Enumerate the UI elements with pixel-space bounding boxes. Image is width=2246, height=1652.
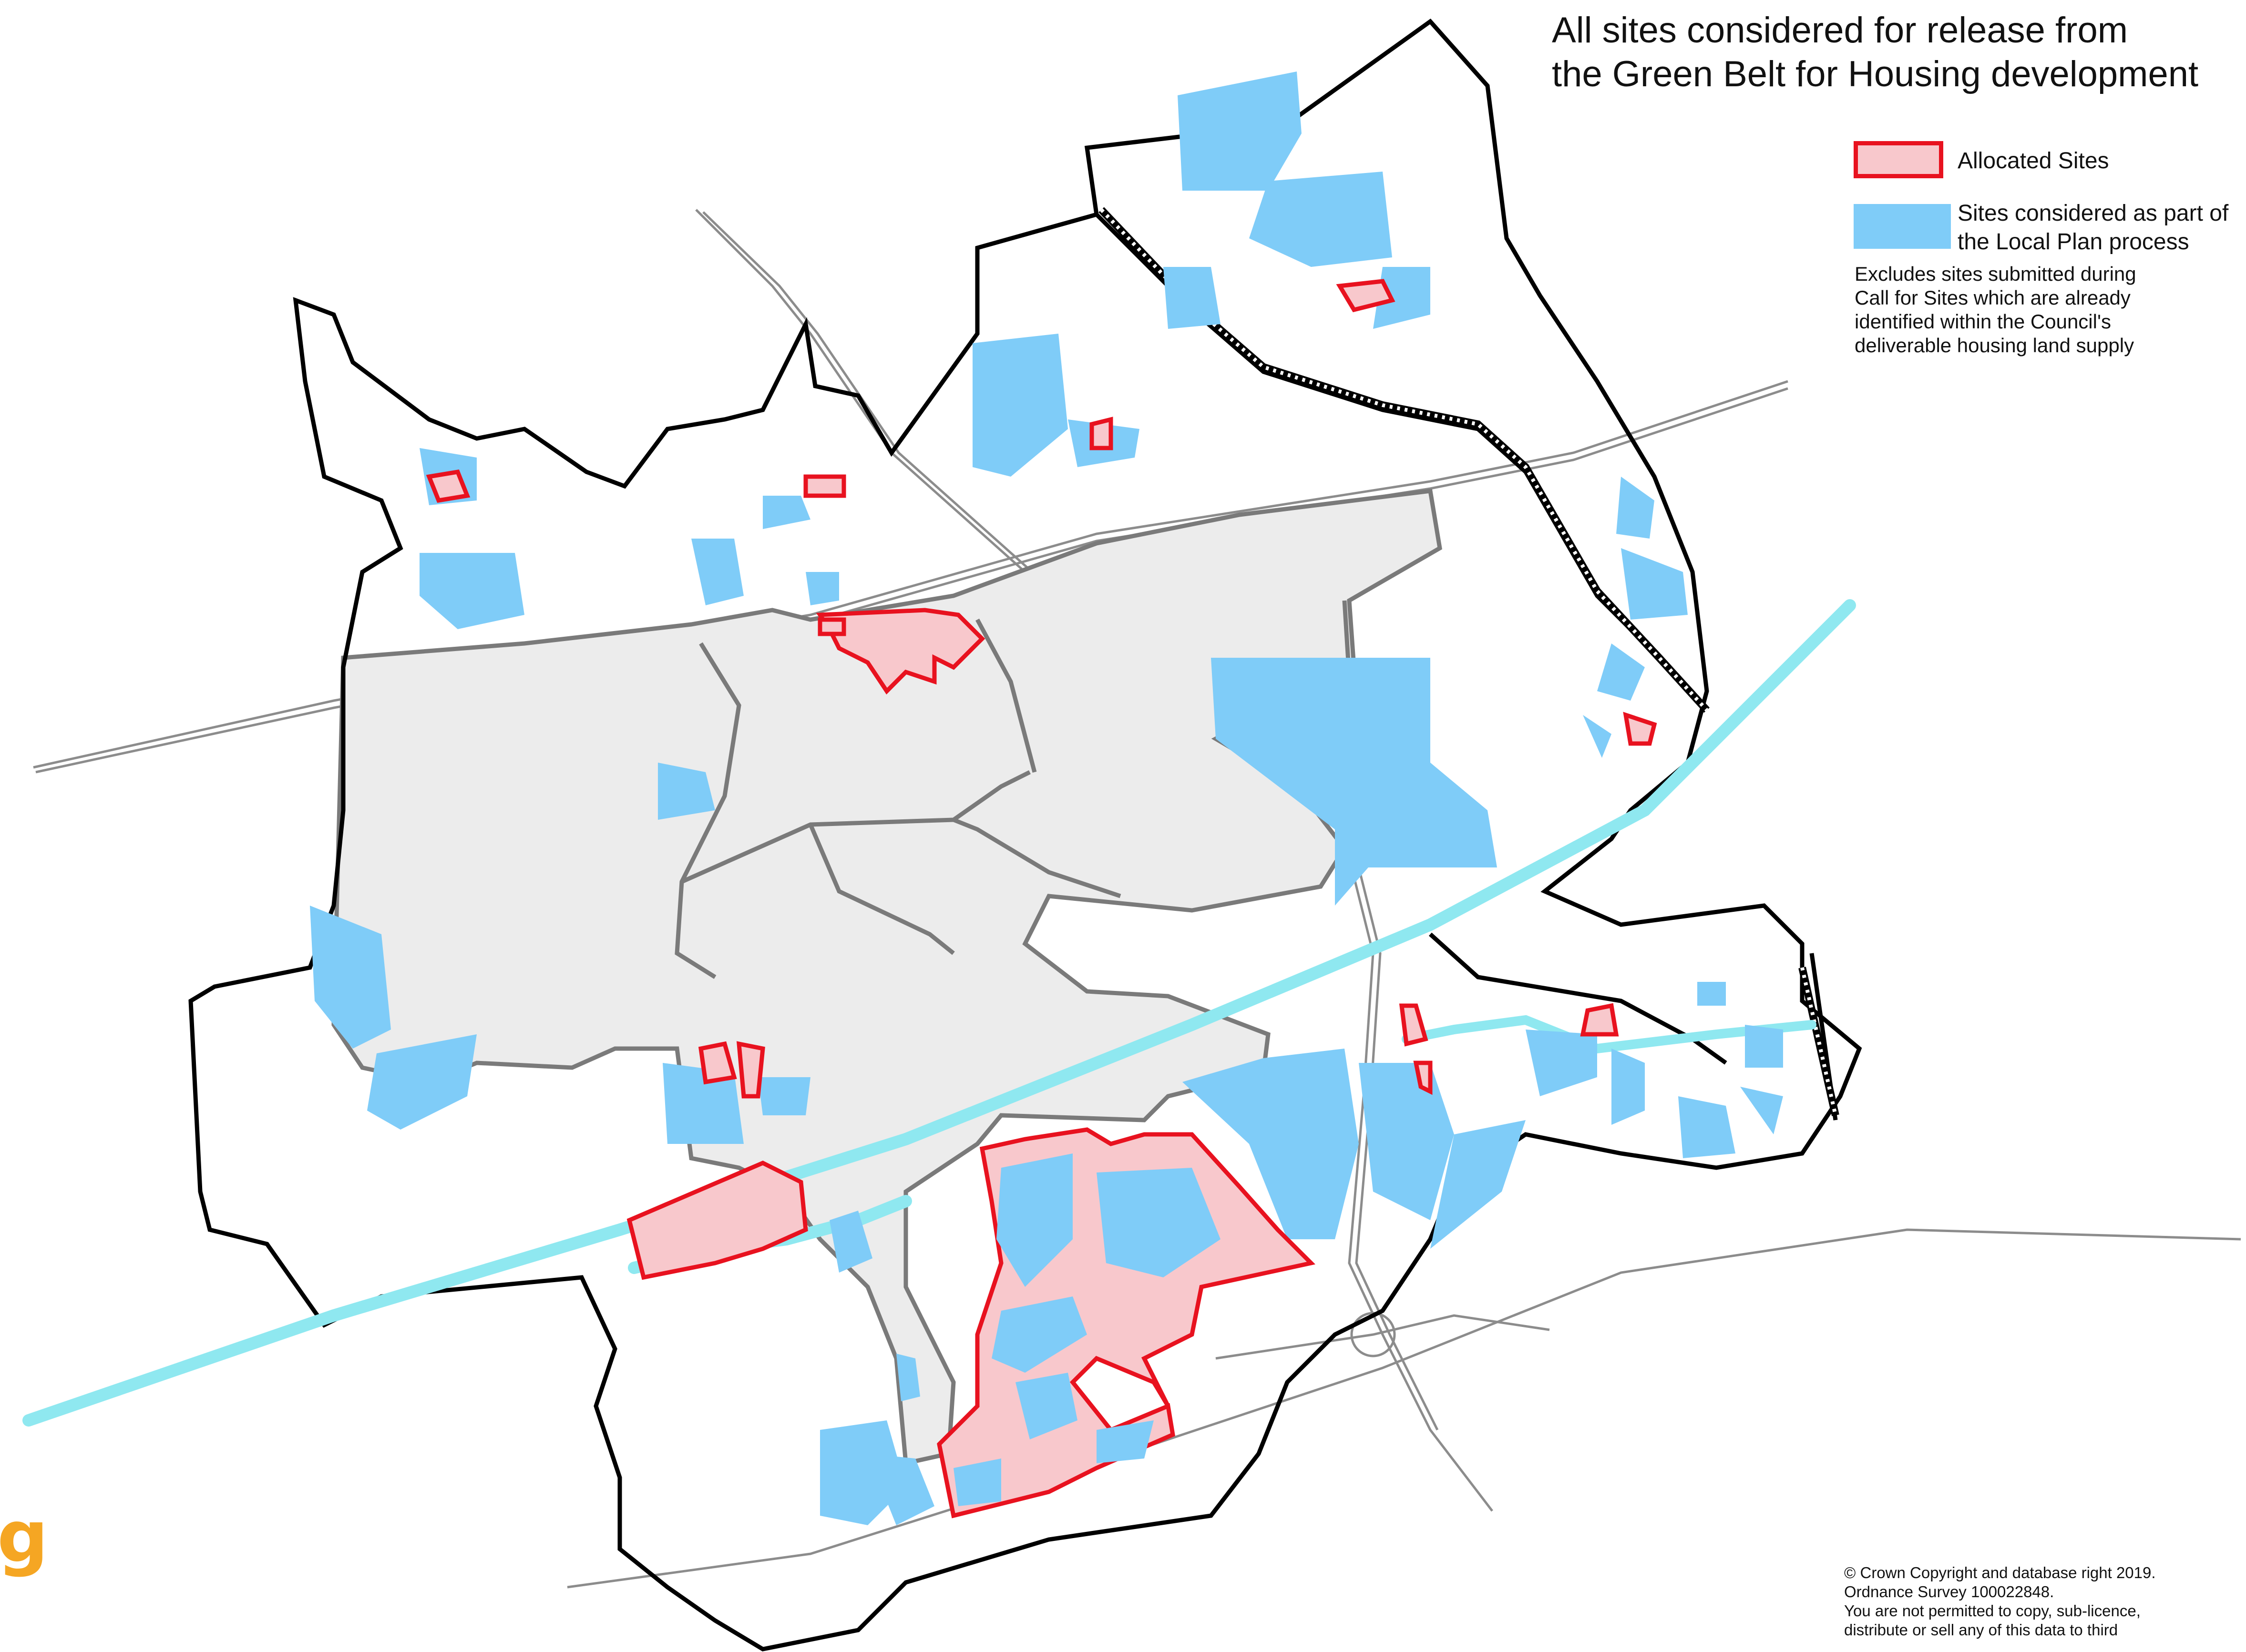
copyright-line-2: Ordnance Survey 100022848. bbox=[1844, 1583, 2054, 1601]
copyright-line-1: © Crown Copyright and database right 201… bbox=[1844, 1564, 2156, 1581]
railway-line bbox=[1098, 207, 1839, 1116]
map-title-line-2: the Green Belt for Housing development bbox=[1552, 54, 2199, 94]
copyright-notice: © Crown Copyright and database right 201… bbox=[1844, 1563, 2156, 1640]
legend-considered-line-1: Sites considered as part of bbox=[1958, 201, 2229, 226]
map-title: All sites considered for release from th… bbox=[1552, 9, 2198, 96]
road-south bbox=[567, 1228, 2241, 1589]
legend-allocated-swatch bbox=[1854, 141, 1943, 178]
legend-considered-line-2: the Local Plan process bbox=[1958, 229, 2189, 255]
legend-note-line-1: Excludes sites submitted during bbox=[1855, 263, 2136, 285]
cropped-edge-letter: g bbox=[0, 1496, 49, 1579]
legend-note: Excludes sites submitted during Call for… bbox=[1855, 262, 2136, 357]
legend-note-line-2: Call for Sites which are already bbox=[1855, 286, 2131, 309]
allocated-sites bbox=[426, 279, 1657, 1280]
legend-considered-swatch bbox=[1854, 204, 1951, 249]
legend-allocated-label: Allocated Sites bbox=[1958, 148, 2109, 173]
legend-considered-label: Sites considered as part of the Local Pl… bbox=[1958, 199, 2228, 256]
south-allocated-site bbox=[937, 1127, 1316, 1519]
legend-note-line-3: identified within the Council's bbox=[1855, 310, 2111, 333]
junction-ring-south bbox=[1350, 1312, 1396, 1357]
map-title-line-1: All sites considered for release from bbox=[1552, 10, 2128, 51]
copyright-line-4: distribute or sell any of this data to t… bbox=[1844, 1621, 2118, 1639]
road-southwest-junction bbox=[1215, 1314, 1550, 1360]
copyright-line-3: You are not permitted to copy, sub-licen… bbox=[1844, 1602, 2141, 1620]
considered-sites bbox=[310, 71, 1783, 1525]
legend-note-line-4: deliverable housing land supply bbox=[1855, 334, 2134, 357]
